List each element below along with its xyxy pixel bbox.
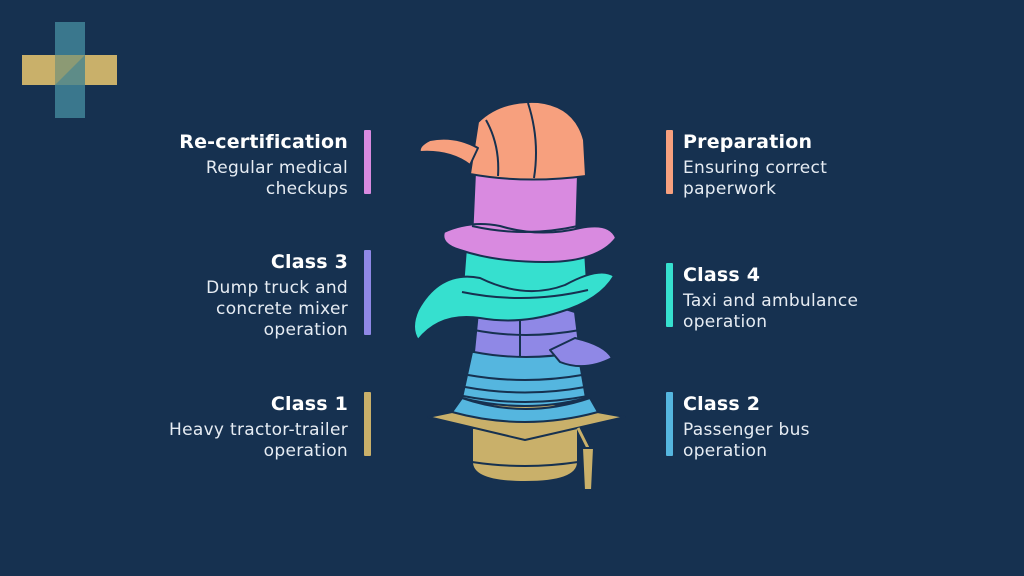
accent-bar (666, 392, 673, 456)
item-title: Preparation (683, 131, 813, 153)
item-title: Class 2 (683, 393, 761, 415)
item-title: Class 3 (270, 251, 348, 273)
accent-bar (364, 130, 371, 194)
top-hat-icon (442, 166, 617, 263)
baseball-cap-top-icon (418, 100, 587, 181)
item-title: Class 1 (270, 393, 348, 415)
plus-cross-logo-icon (22, 22, 117, 118)
accent-bar (364, 392, 371, 456)
accent-bar (666, 130, 673, 194)
accent-bar (666, 263, 673, 327)
accent-bar (364, 250, 371, 335)
item-title: Re-certification (179, 131, 348, 153)
bucket-hat-icon (451, 351, 599, 423)
item-title: Class 4 (683, 264, 761, 286)
